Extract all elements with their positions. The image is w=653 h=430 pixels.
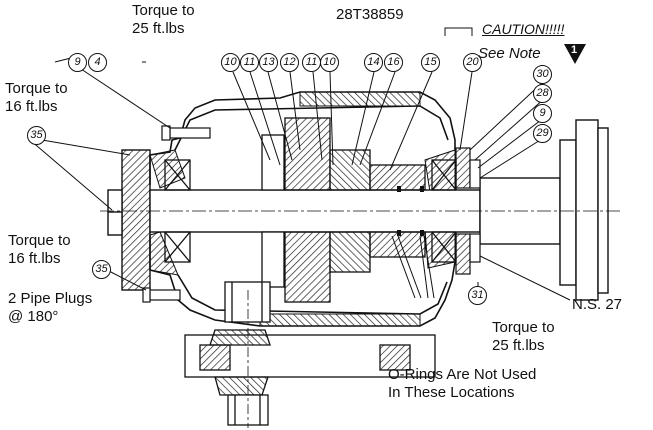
balloon-11a: 11 <box>240 53 259 72</box>
part-number-label: 28T38859 <box>336 6 404 23</box>
torque-label-top: Torque to 25 ft.lbs <box>132 2 195 37</box>
balloon-30: 30 <box>533 65 552 84</box>
torque-label-left-lower: Torque to 16 ft.lbs <box>8 232 71 267</box>
balloon-9-right: 9 <box>533 104 552 123</box>
torque-label-bottom-right: Torque to 25 ft.lbs <box>492 319 555 354</box>
balloon-29: 29 <box>533 124 552 143</box>
o-rings-note: O-Rings Are Not Used In These Locations <box>388 366 537 401</box>
balloon-16: 16 <box>384 53 403 72</box>
balloon-35-upper: 35 <box>27 126 46 145</box>
balloon-11b: 11 <box>302 53 321 72</box>
input-shaft <box>149 119 609 301</box>
balloon-28: 28 <box>533 84 552 103</box>
top-bolt <box>161 125 211 141</box>
left-cover <box>107 149 151 291</box>
caution-label: CAUTION!!!!! <box>482 21 565 37</box>
balloon-15: 15 <box>421 53 440 72</box>
ns-label: N.S. 27 <box>572 296 623 313</box>
note-number: 1 <box>571 44 578 56</box>
lower-drive-gear <box>184 281 436 426</box>
torque-label-left-upper: Torque to 16 ft.lbs <box>5 80 68 115</box>
balloon-20: 20 <box>463 53 482 72</box>
pipe-plugs-label: 2 Pipe Plugs @ 180° <box>8 290 93 325</box>
leader-lines <box>29 27 571 301</box>
main-gear <box>261 117 331 303</box>
o-ring-grooves <box>397 186 424 236</box>
output-seals <box>455 147 481 275</box>
housing-outline <box>149 91 456 327</box>
note-triangle-icon: 1 <box>563 43 587 65</box>
balloon-13: 13 <box>259 53 278 72</box>
balloon-4: 4 <box>88 53 107 72</box>
balloon-10a: 10 <box>221 53 240 72</box>
lower-bolt <box>142 287 181 303</box>
balloon-12: 12 <box>280 53 299 72</box>
balloon-10b: 10 <box>320 53 339 72</box>
balloon-31: 31 <box>468 286 487 305</box>
balloon-35-lower: 35 <box>92 260 111 279</box>
see-note-label: See Note <box>478 45 541 62</box>
balloon-9-top: 9 <box>68 53 87 72</box>
balloon-14: 14 <box>364 53 383 72</box>
